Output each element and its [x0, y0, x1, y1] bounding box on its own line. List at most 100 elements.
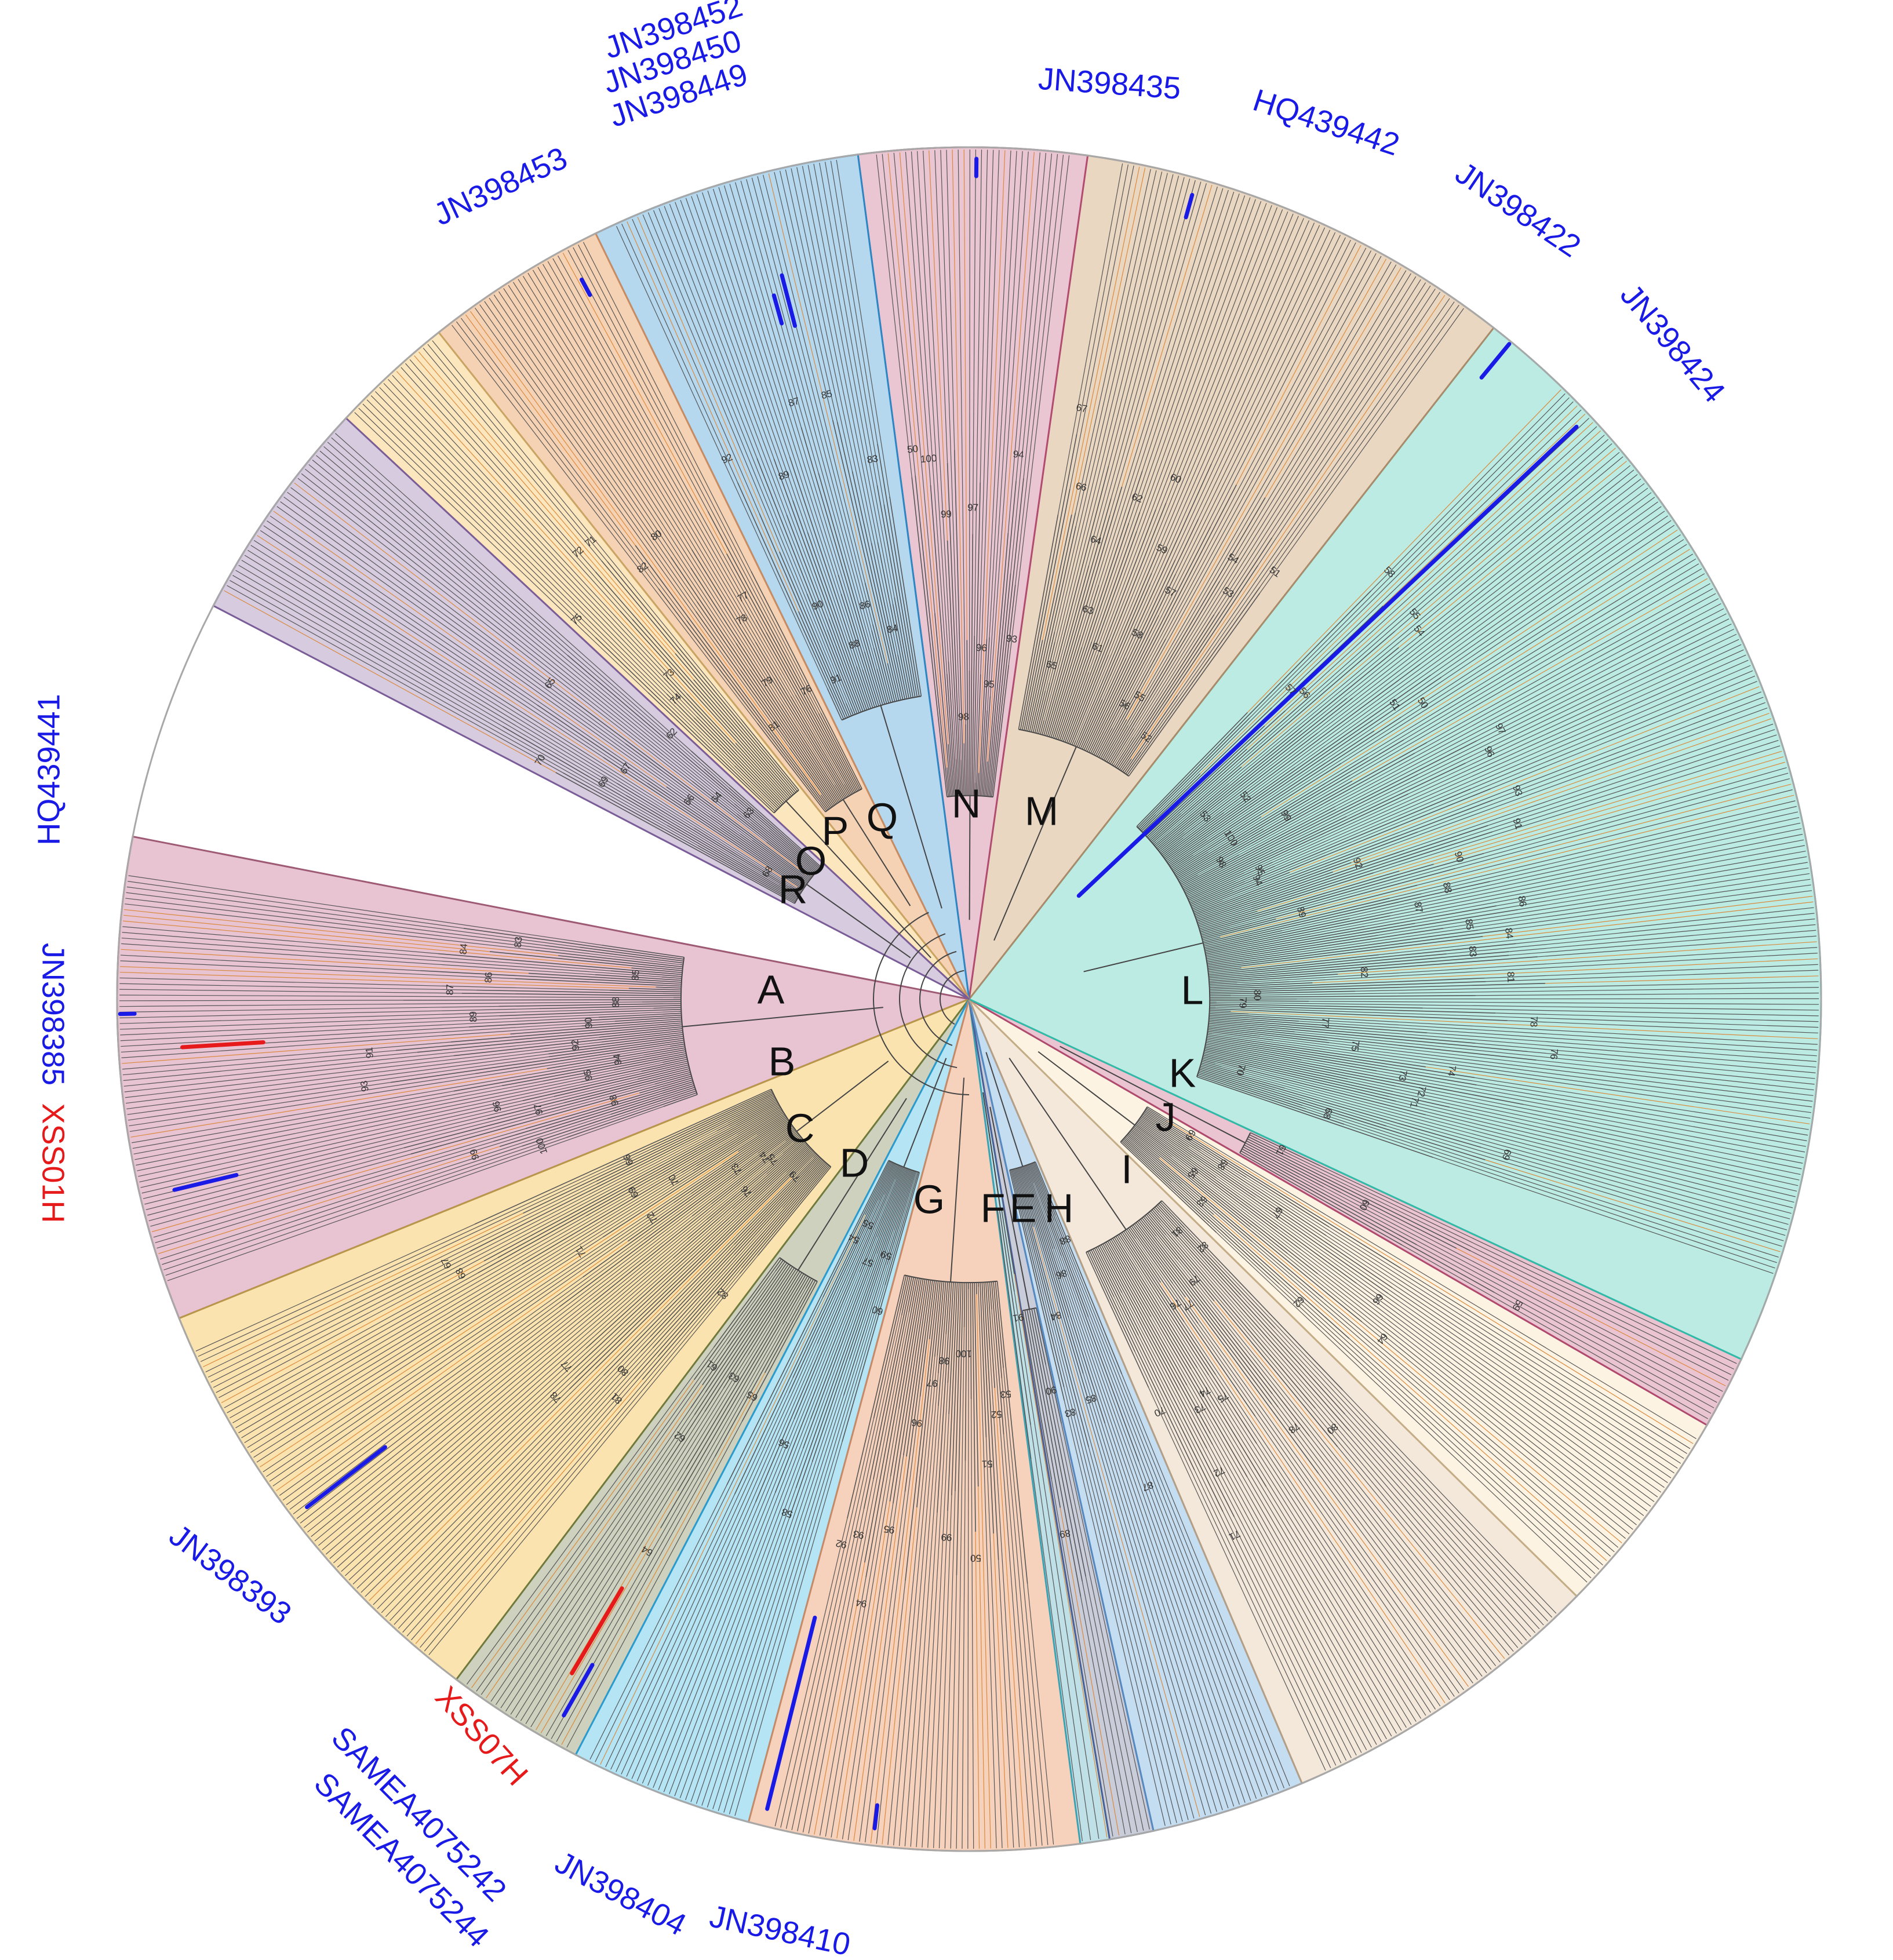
highlight-branch [570, 1586, 624, 1675]
bootstrap-value: 68 [1321, 1106, 1335, 1120]
clade-letter-J: J [1156, 1094, 1176, 1139]
clade-letter-I: I [1121, 1146, 1132, 1192]
clade-branches-M [993, 163, 1464, 941]
bootstrap-value: 97 [926, 1377, 938, 1389]
bootstrap-value: 69 [1500, 1148, 1514, 1161]
bootstrap-value: 89 [1058, 1527, 1071, 1540]
accession-label: XSS01H [36, 1103, 71, 1223]
clade-letter-F: F [981, 1185, 1006, 1230]
bootstrap-value: 90 [583, 1017, 594, 1029]
bootstrap-value: 98 [607, 1094, 621, 1107]
clade-letter-P: P [822, 808, 849, 853]
bootstrap-value: 80 [1252, 990, 1263, 1001]
bootstrap-value: 96 [976, 642, 988, 654]
bootstrap-value: 52 [991, 1408, 1002, 1420]
clade-letter-C: C [785, 1105, 815, 1150]
clade-letter-M: M [1025, 788, 1058, 833]
bootstrap-value: 90 [1044, 1384, 1057, 1397]
bootstrap-value: 99 [941, 1532, 952, 1543]
bootstrap-value: 93 [358, 1080, 371, 1092]
bootstrap-value: 92 [569, 1039, 581, 1051]
clade-branches-R [224, 433, 911, 959]
bootstrap-value: 98 [938, 1355, 950, 1367]
clade-letter-B: B [769, 1039, 796, 1084]
bootstrap-value: 66 [1075, 480, 1088, 494]
bootstrap-value: 89 [468, 1011, 479, 1023]
bootstrap-value: 62 [1130, 491, 1144, 505]
bootstrap-value: 86 [1054, 1267, 1068, 1281]
bootstrap-value: 91 [1510, 817, 1524, 830]
clade-branches-B [195, 1061, 889, 1655]
bootstrap-value: 75 [1349, 1040, 1361, 1052]
clade-branches-N [876, 150, 1070, 920]
clade-branches-C [466, 1098, 907, 1748]
clade-branches-D [589, 1058, 947, 1816]
bootstrap-value: 82 [1359, 967, 1370, 978]
bootstrap-value: 85 [820, 388, 833, 401]
bootstrap-value: 97 [532, 1103, 545, 1116]
bootstrap-value: 85 [1463, 918, 1476, 931]
highlight-branch [1479, 342, 1512, 380]
bootstrap-value: 96 [490, 1100, 504, 1113]
highlight-branch [765, 1615, 817, 1811]
bootstrap-value: 59 [879, 1248, 893, 1262]
bootstrap-value: 86 [858, 599, 872, 612]
highlight-branch [1076, 424, 1579, 898]
bootstrap-value: 100 [920, 453, 937, 465]
highlight-branch [872, 1803, 880, 1831]
bootstrap-value: 53 [1000, 1388, 1012, 1400]
highlight-branch [562, 1663, 595, 1718]
bootstrap-value: 83 [1467, 945, 1479, 957]
accession-label: HQ439442 [1249, 83, 1404, 163]
bootstrap-value: 95 [983, 678, 995, 690]
highlight-branches [118, 156, 1579, 1831]
clade-branches-O [354, 340, 931, 959]
clade-letter-E: E [1010, 1185, 1037, 1230]
clade-branches-A [119, 875, 883, 1281]
clade-branches-H [985, 1052, 1290, 1826]
clade-branches-G [774, 1077, 1054, 1849]
highlight-branch [771, 293, 784, 326]
accession-label: JN398385 [36, 943, 71, 1085]
bootstrap-value: 72 [1415, 1085, 1428, 1098]
bootstrap-value: 100 [956, 1348, 973, 1359]
tree-branches [116, 146, 1822, 1852]
bootstrap-value: 88 [847, 637, 861, 651]
bootstrap-value: 88 [1441, 881, 1454, 894]
bootstrap-value: 79 [1237, 997, 1248, 1008]
bootstrap-value: 93 [1006, 633, 1018, 645]
bootstrap-value: 99 [941, 508, 952, 520]
bootstrap-value: 94 [855, 1597, 868, 1609]
bootstrap-value: 89 [1295, 905, 1308, 919]
bootstrap-value: 86 [483, 972, 494, 983]
accession-label: JN398424 [1614, 278, 1732, 409]
bootstrap-value: 64 [1089, 533, 1102, 547]
bootstrap-value: 83 [1064, 1406, 1077, 1419]
bootstrap-value: 50 [907, 443, 919, 456]
bootstrap-value: 85 [629, 969, 641, 981]
bootstrap-value: 94 [1013, 449, 1025, 461]
bootstrap-value: 85 [1084, 1392, 1098, 1406]
bootstrap-value: 92 [835, 1538, 848, 1551]
highlight-branch [180, 1040, 265, 1050]
bootstrap-value: 94 [611, 1053, 624, 1066]
bootstrap-value: 97 [967, 502, 978, 513]
bootstrap-value: 84 [1049, 1309, 1062, 1323]
clade-letter-H: H [1044, 1185, 1074, 1230]
bootstrap-value: 93 [852, 1528, 865, 1541]
bootstrap-value: 95 [883, 1523, 895, 1536]
bootstrap-value: 78 [1528, 1016, 1539, 1028]
bootstrap-value: 77 [1319, 1017, 1331, 1029]
bootstrap-value: 63 [1081, 603, 1095, 617]
bootstrap-value: 91 [1012, 1311, 1025, 1324]
bootstrap-value: 90 [1452, 850, 1466, 864]
clade-branches-E [989, 1106, 1150, 1837]
accession-label: JN398453 [428, 140, 572, 232]
bootstrap-value: 70 [1234, 1063, 1247, 1077]
clade-branches-F [982, 1092, 1108, 1841]
clade-letter-D: D [840, 1140, 869, 1185]
bootstrap-value: 71 [1408, 1096, 1421, 1109]
clade-branches-I [1009, 1058, 1557, 1771]
